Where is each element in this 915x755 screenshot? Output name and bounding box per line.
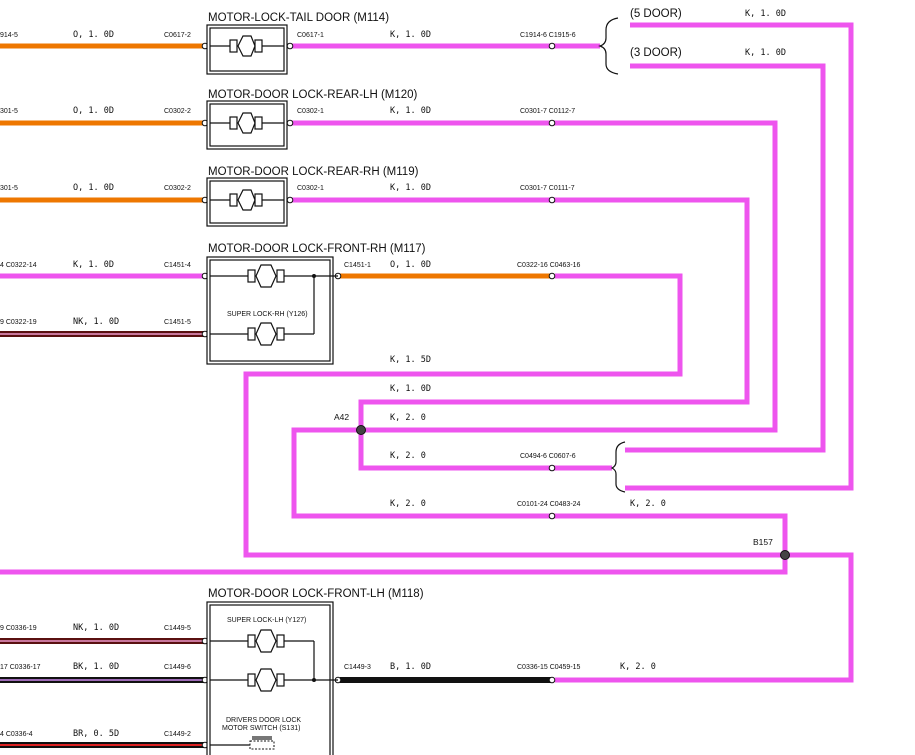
motor-m119: [206, 177, 288, 227]
conn-r4-right: C0322-16 C0463-16: [517, 262, 581, 269]
wire-k20-spec-c: K, 2. 0: [390, 499, 426, 509]
wire-r7-spec3: K, 2. 0: [620, 662, 656, 672]
motor-m117: [206, 256, 338, 365]
wire-rear-lh: [0, 120, 788, 575]
conn-r3-out: C0302-1: [297, 185, 324, 192]
conn-r1-right: C1914-6 C1915-6: [520, 32, 576, 39]
conn-c0494: C0494-6 C0607-6: [520, 453, 576, 460]
title-y126: SUPER LOCK-RH (Y126): [227, 311, 308, 318]
conn-r6-left: 9 C0336-19: [0, 625, 37, 632]
conn-r6-in: C1449-5: [164, 625, 191, 632]
wire-k15-spec: K, 1. 5D: [390, 355, 431, 365]
conn-r2-right: C0301-7 C0112-7: [520, 108, 575, 115]
title-m120: MOTOR-DOOR LOCK-REAR-LH (M120): [208, 89, 418, 101]
conn-r4-out: C1451-1: [344, 262, 371, 269]
conn-r3-left: 301-5: [0, 185, 18, 192]
wire-r4-spec: K, 1. 0D: [73, 260, 114, 270]
wire-r5-spec: NK, 1. 0D: [73, 317, 119, 327]
splice-b157-label: B157: [753, 537, 773, 547]
conn-r1-left: 914-5: [0, 32, 18, 39]
wire-5door-loop: [625, 22, 854, 491]
door-brace-bottom: [610, 441, 626, 493]
title-s131-line2: MOTOR SWITCH (S131): [222, 725, 300, 732]
wire-r3-spec: O, 1. 0D: [73, 183, 114, 193]
splice-b157: [780, 550, 790, 560]
conn-r4-in: C1451-4: [164, 262, 191, 269]
wire-k20-spec-a: K, 2. 0: [390, 413, 426, 423]
motor-m114: [206, 24, 288, 75]
conn-r5-in: C1451-5: [164, 319, 191, 326]
conn-r3-in: C0302-2: [164, 185, 191, 192]
wire-3door-loop: [625, 63, 826, 453]
wire-r7-spec2: B, 1. 0D: [390, 662, 431, 672]
conn-r2-out: C0302-1: [297, 108, 324, 115]
wire-r8-spec: BR, 0. 5D: [73, 729, 119, 739]
label-5door: (5 DOOR): [630, 8, 682, 20]
door-brace-top: [598, 17, 619, 75]
wire-k20-spec-d: K, 2. 0: [630, 499, 666, 509]
title-m114: MOTOR-LOCK-TAIL DOOR (M114): [208, 12, 389, 24]
conn-r3-right: C0301-7 C0111-7: [520, 185, 575, 192]
wire-r7-spec: BK, 1. 0D: [73, 662, 119, 672]
wire-3door-spec: K, 1. 0D: [745, 48, 786, 58]
motor-m118: [206, 601, 338, 755]
conn-r7-in: C1449-6: [164, 664, 191, 671]
wire-k10-spec-mid: K, 1. 0D: [390, 384, 431, 394]
wire-k20-spec-b: K, 2. 0: [390, 451, 426, 461]
conn-r7-left: 17 C0336-17: [0, 664, 41, 671]
conn-r2-left: 301-5: [0, 108, 18, 115]
wire-r3-spec2: K, 1. 0D: [390, 183, 431, 193]
conn-r8-left: 4 C0336-4: [0, 731, 33, 738]
wire-r2-spec2: K, 1. 0D: [390, 106, 431, 116]
title-m117: MOTOR-DOOR LOCK-FRONT-RH (M117): [208, 243, 426, 255]
splice-a42-label: A42: [334, 412, 349, 422]
conn-r7-out: C1449-3: [344, 664, 371, 671]
conn-r7-right: C0336-15 C0459-15: [517, 664, 581, 671]
wire-r2-spec: O, 1. 0D: [73, 106, 114, 116]
conn-r1-out: C0617-1: [297, 32, 324, 39]
conn-c0101: C0101-24 C0483-24: [517, 501, 581, 508]
wire-r1-spec2: K, 1. 0D: [390, 30, 431, 40]
wire-rear-rh: [288, 197, 750, 471]
title-m119: MOTOR-DOOR LOCK-REAR-RH (M119): [208, 166, 419, 178]
title-m118: MOTOR-DOOR LOCK-FRONT-LH (M118): [208, 588, 424, 600]
conn-r2-in: C0302-2: [164, 108, 191, 115]
conn-r5-left: 9 C0322-19: [0, 319, 37, 326]
wire-r4-spec2: O, 1. 0D: [390, 260, 431, 270]
wire-r1-spec: O, 1. 0D: [73, 30, 114, 40]
conn-r4-left: 4 C0322-14: [0, 262, 37, 269]
wire-5door-spec: K, 1. 0D: [745, 9, 786, 19]
splice-a42: [356, 425, 366, 435]
wire-r6-spec: NK, 1. 0D: [73, 623, 119, 633]
motor-m120: [206, 100, 288, 150]
conn-r8-in: C1449-2: [164, 731, 191, 738]
conn-r1-in: C0617-2: [164, 32, 191, 39]
title-s131-line1: DRIVERS DOOR LOCK: [226, 717, 301, 724]
title-y127: SUPER LOCK-LH (Y127): [227, 617, 306, 624]
label-3door: (3 DOOR): [630, 47, 682, 59]
wire-front-rh-loop: [243, 273, 854, 683]
